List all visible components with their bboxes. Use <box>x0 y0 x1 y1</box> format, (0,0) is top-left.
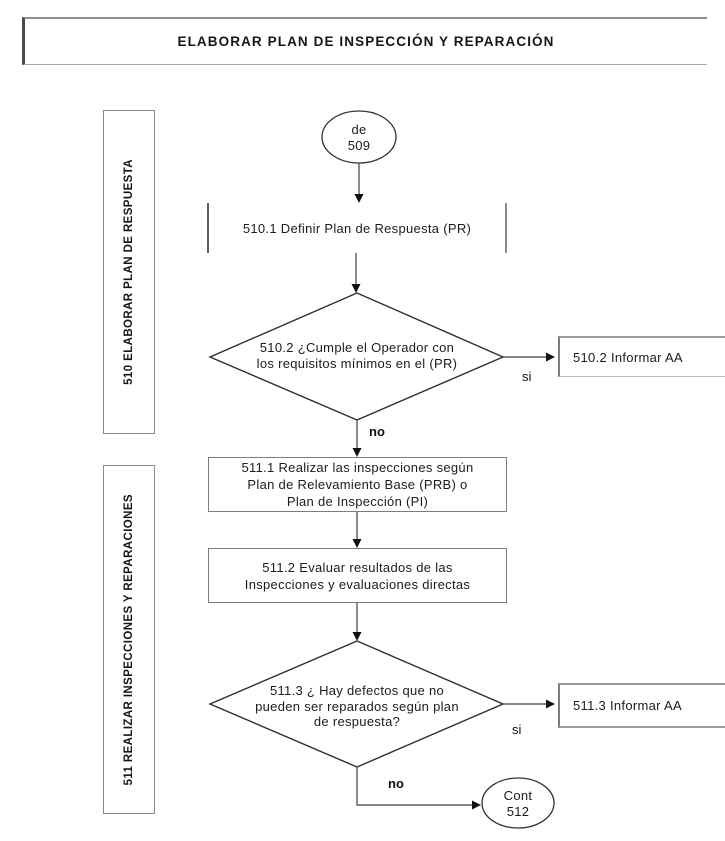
process-511-1-line2: Plan de Relevamiento Base (PRB) o <box>247 477 468 492</box>
process-511-1-line1: 511.1 Realizar las inspecciones según <box>241 460 474 475</box>
arrowhead-down-icon <box>352 539 362 548</box>
start-oval-line2: 509 <box>347 138 371 153</box>
arrowhead-down-icon <box>352 448 362 457</box>
start-oval-line1: de <box>351 122 367 137</box>
connector-511-3-no-to-512 <box>356 767 481 810</box>
connector-509-to-510-1 <box>354 163 364 203</box>
decision-511-3: 511.3 ¿ Hay defectos que no pueden ser r… <box>230 683 484 730</box>
connector-510-1-to-510-2 <box>351 253 361 293</box>
section-band-510-label: 510 ELABORAR PLAN DE RESPUESTA <box>123 159 135 385</box>
decision-510-2: 510.2 ¿Cumple el Operador con los requis… <box>230 340 484 372</box>
section-band-511: 511 REALIZAR INSPECCIONES Y REPARACIONES <box>103 465 155 814</box>
decision-511-3-line2: pueden ser reparados según plan <box>255 698 459 714</box>
arrowhead-down-icon <box>351 284 361 293</box>
connector-510-2-si-to-informar <box>503 352 555 362</box>
process-informar-511-3-label: 511.3 Informar AA <box>573 698 682 713</box>
end-oval-line2: 512 <box>506 804 530 819</box>
decision-510-2-line2: los requisitos mínimos en el (PR) <box>256 356 458 371</box>
branch-label-no-511-3: no <box>388 776 404 791</box>
arrowhead-down-icon <box>352 632 362 641</box>
process-510-1-label: 510.1 Definir Plan de Respuesta (PR) <box>242 220 472 236</box>
connector-511-2-to-511-3 <box>352 602 362 641</box>
process-informar-511-3: 511.3 Informar AA <box>558 683 725 728</box>
process-informar-510-2-label: 510.2 Informar AA <box>573 349 683 365</box>
process-511-2: 511.2 Evaluar resultados de las Inspecci… <box>208 548 507 603</box>
section-band-511-label: 511 REALIZAR INSPECCIONES Y REPARACIONES <box>123 493 135 786</box>
page-title-text: ELABORAR PLAN DE INSPECCIÓN Y REPARACIÓN <box>177 34 555 49</box>
page-title: ELABORAR PLAN DE INSPECCIÓN Y REPARACIÓN <box>22 17 707 65</box>
end-oval: Cont 512 <box>482 788 554 820</box>
section-band-510: 510 ELABORAR PLAN DE RESPUESTA <box>103 110 155 434</box>
branch-label-si-511-3: si <box>512 722 522 737</box>
arrowhead-right-icon <box>546 699 555 709</box>
connector-511-1-to-511-2 <box>352 511 362 548</box>
arrowhead-right-icon <box>472 800 481 810</box>
end-oval-shape <box>481 777 555 829</box>
branch-label-no-510-2: no <box>369 424 385 439</box>
start-oval: de 509 <box>322 122 396 154</box>
arrowhead-down-icon <box>354 194 364 203</box>
process-511-2-line1: 511.2 Evaluar resultados de las <box>262 559 453 575</box>
process-511-2-line2: Inspecciones y evaluaciones directas <box>244 576 471 592</box>
process-510-1: 510.1 Definir Plan de Respuesta (PR) <box>207 203 507 253</box>
decision-511-3-line3: de respuesta? <box>313 714 401 729</box>
end-oval-line1: Cont <box>503 788 533 803</box>
process-511-1: 511.1 Realizar las inspecciones según Pl… <box>208 457 507 512</box>
process-511-1-line3: Plan de Inspección (PI) <box>286 494 429 509</box>
decision-510-2-line1: 510.2 ¿Cumple el Operador con <box>259 340 455 355</box>
connector-510-2-no-to-511-1 <box>352 420 362 457</box>
arrowhead-right-icon <box>546 352 555 362</box>
decision-511-3-line1: 511.3 ¿ Hay defectos que no <box>269 683 445 698</box>
process-informar-510-2: 510.2 Informar AA <box>558 336 725 377</box>
branch-label-si-510-2: si <box>522 369 532 384</box>
connector-511-3-si-to-informar <box>503 699 555 709</box>
